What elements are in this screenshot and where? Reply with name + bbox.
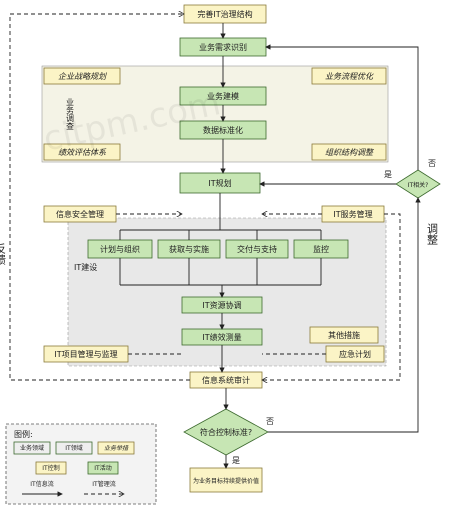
legend-it-domain [55,441,93,455]
it-performance-label: IT绩效测量 [202,332,241,342]
data-standardization-label: 数据标准化 [203,125,243,135]
adjust-label: 调整 [426,223,439,245]
legend-business-initiative [97,441,135,455]
feedback-label: 反馈 [0,243,7,266]
legend-business-domain [13,441,51,455]
it-related-yes: 是 [384,170,392,179]
meets-standard-label: 符合控制标准? [200,427,252,437]
legend-solid-label: IT信息流 [30,480,53,488]
business-modeling-label: 业务建模 [207,91,239,101]
legend-it-domain-label: IT领域 [65,444,82,452]
business-needs-label: 业务需求识别 [199,42,247,52]
it-service-mgmt-label: IT服务管理 [333,209,372,219]
performance-system-label: 绩效评估体系 [58,148,107,157]
legend-business-initiative-label: 业务举措 [104,444,129,452]
it-resource-coord-label: IT资源协调 [202,300,241,310]
feedback-loop [9,14,190,381]
is-audit-label: 信息系统审计 [202,375,250,385]
flow-no-adjust [268,197,421,433]
plan-organize-label: 计划与组织 [100,244,140,254]
meets-standard-yes: 是 [232,456,240,465]
it-related-no: 否 [428,159,436,168]
business-value-box [189,467,263,493]
flow-processes-merge [119,258,322,297]
emergency-plan-label: 应急计划 [339,349,371,359]
other-measures-box [309,326,379,344]
process-optimization-label: 业务流程优化 [325,72,374,81]
flow-planning-process-bus [119,193,322,240]
business-survey-label: 业务调查 [66,97,75,130]
flow-adjust-needs [265,44,419,170]
it-construction-label: IT建设 [74,262,97,272]
it-related-label: IT相关? [408,181,429,189]
legend-box [5,423,157,505]
performance-system-box [43,143,121,161]
enterprise-strategy-box [43,67,121,85]
legend-dashed-label: IT管理流 [92,480,115,488]
deliver-support-label: 交付与支持 [237,244,277,254]
legend-it-activity [87,461,119,475]
business-value-label: 为业务目标持续提供价值 [193,477,259,485]
process-optimization-box [311,67,387,85]
meets-standard-no: 否 [266,417,274,426]
legend-it-control [35,461,67,475]
org-adjustment-label: 组织结构调整 [325,148,375,157]
legend-business-domain-label: 业务领域 [20,444,44,452]
legend-it-activity-label: IT活动 [94,464,111,472]
legend-title: 图例: [14,429,33,439]
monitor-label: 监控 [313,244,329,254]
it-project-mgmt-label: IT项目管理与监理 [54,349,117,359]
acquire-implement-label: 获取与实施 [169,244,209,254]
other-measures-label: 其他措施 [328,330,360,340]
right-side-loop [262,213,401,380]
it-planning-label: IT规划 [208,178,231,188]
enterprise-strategy-label: 企业战略规划 [58,72,107,81]
org-adjustment-box [311,143,387,161]
legend-it-control-label: IT控制 [42,464,59,472]
info-security-label: 信息安全管理 [56,209,104,219]
improve-it-structure-label: 完善IT治理结构 [197,9,252,19]
